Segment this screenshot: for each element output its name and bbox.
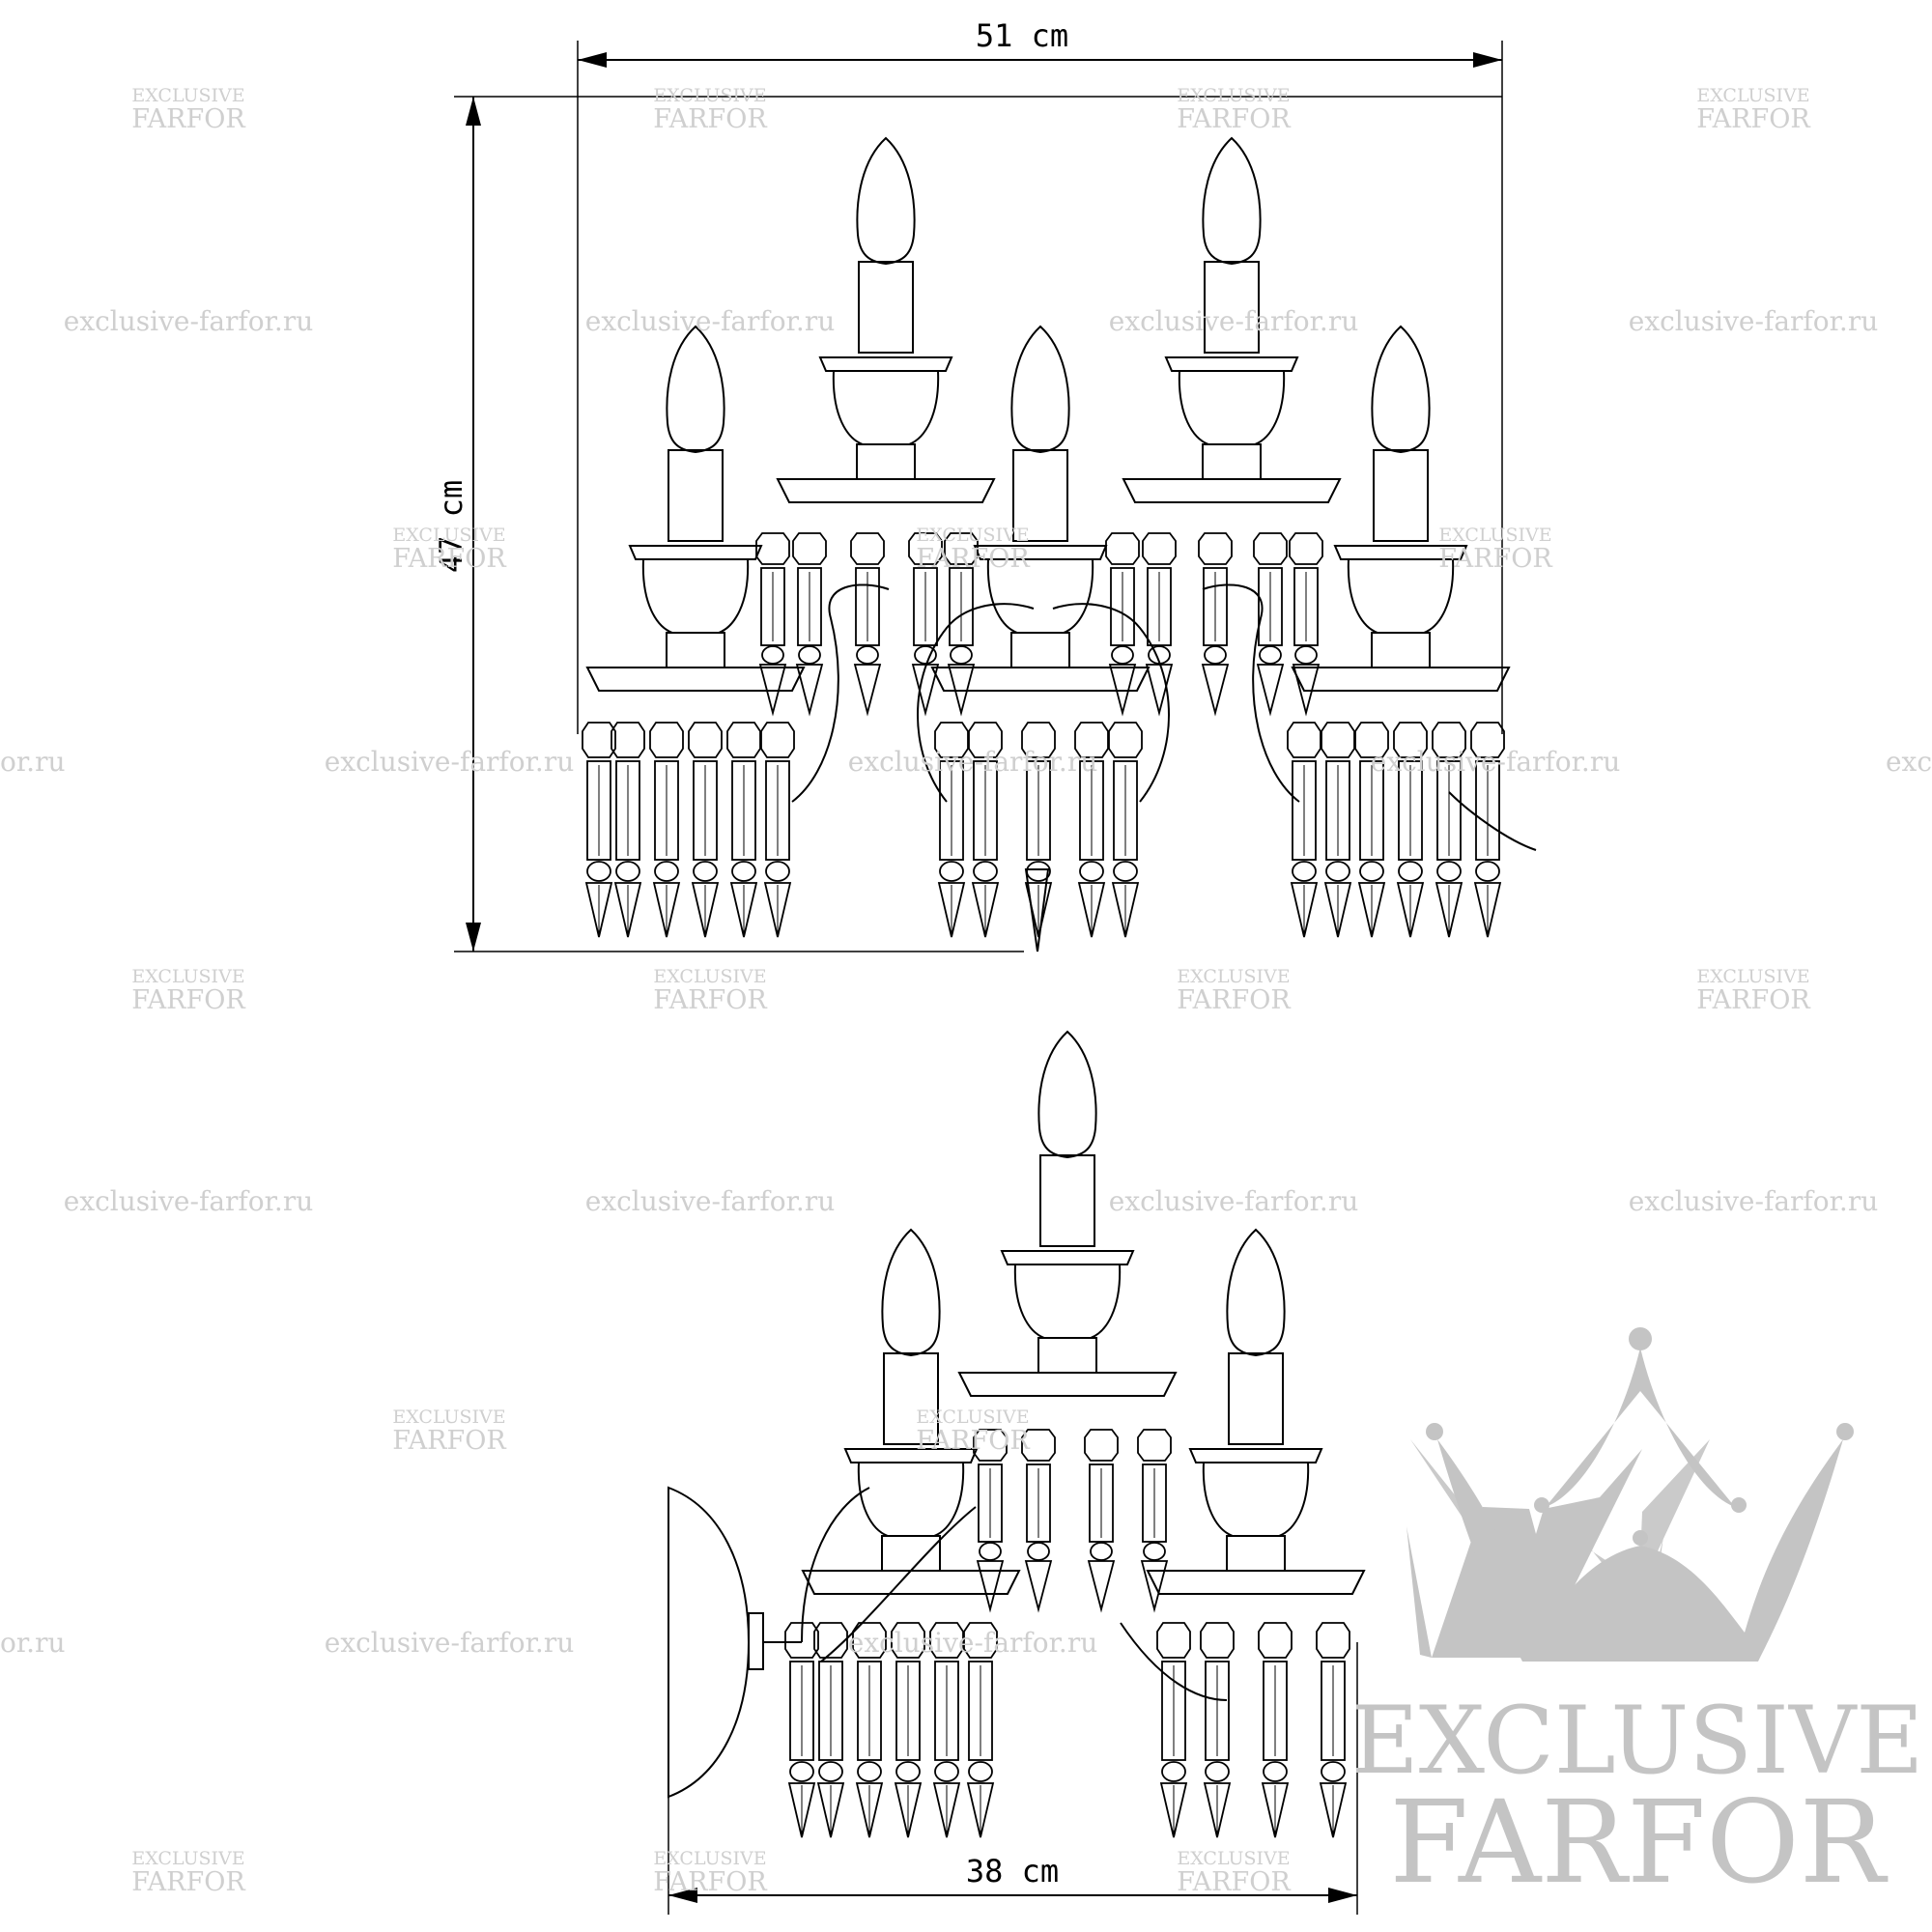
svg-text:or.ru: or.ru xyxy=(0,746,65,778)
height-dimension: 47 cm xyxy=(433,96,1502,952)
svg-text:exc: exc xyxy=(1886,746,1932,778)
svg-text:FARFOR: FARFOR xyxy=(916,544,1030,574)
front-cups xyxy=(586,356,1510,692)
watermark-url: exclusive-farfor.ru exclusive-farfor.ru … xyxy=(0,305,1932,1659)
front-arms xyxy=(791,583,1537,851)
crown-icon xyxy=(1406,1327,1854,1662)
svg-text:exclusive-farfor.ru: exclusive-farfor.ru xyxy=(64,305,314,337)
svg-text:FARFOR: FARFOR xyxy=(392,544,506,574)
svg-text:exclusive-farfor.ru: exclusive-farfor.ru xyxy=(1109,305,1359,337)
svg-text:EXCLUSIVE: EXCLUSIVE xyxy=(1177,1848,1290,1869)
svg-text:FARFOR: FARFOR xyxy=(1177,1867,1291,1897)
side-upper-pendants xyxy=(973,1429,1172,1610)
svg-text:EXCLUSIVE: EXCLUSIVE xyxy=(653,1848,766,1869)
watermark-small: EXCLUSIVE FARFOR EXCLUSIVE FARFOR EXCLUS… xyxy=(131,85,1810,1897)
svg-text:FARFOR: FARFOR xyxy=(392,1426,506,1456)
svg-text:EXCLUSIVE: EXCLUSIVE xyxy=(916,1406,1029,1428)
wall-plate xyxy=(668,1486,802,1799)
front-candles xyxy=(666,137,1431,542)
svg-text:EXCLUSIVE: EXCLUSIVE xyxy=(392,1406,505,1428)
svg-text:FARFOR: FARFOR xyxy=(1177,104,1291,134)
watermarks: EXCLUSIVE FARFOR EXCLUSIVE FARFOR EXCLUS… xyxy=(0,85,1932,1897)
brand-logo: EXCLUSIVE FARFOR xyxy=(1351,1327,1924,1909)
svg-text:EXCLUSIVE: EXCLUSIVE xyxy=(131,85,244,106)
svg-text:FARFOR: FARFOR xyxy=(653,985,767,1015)
depth-label: 38 cm xyxy=(966,1853,1059,1889)
width-label: 51 cm xyxy=(976,17,1068,54)
side-candles xyxy=(881,1031,1286,1445)
svg-text:EXCLUSIVE: EXCLUSIVE xyxy=(1177,966,1290,987)
svg-text:EXCLUSIVE: EXCLUSIVE xyxy=(392,525,505,546)
svg-text:FARFOR: FARFOR xyxy=(653,1867,767,1897)
svg-text:exclusive-farfor.ru: exclusive-farfor.ru xyxy=(585,305,836,337)
svg-text:exclusive-farfor.ru: exclusive-farfor.ru xyxy=(1109,1185,1359,1217)
svg-text:EXCLUSIVE: EXCLUSIVE xyxy=(916,525,1029,546)
svg-text:exclusive-farfor.ru: exclusive-farfor.ru xyxy=(848,746,1098,778)
svg-text:EXCLUSIVE: EXCLUSIVE xyxy=(131,966,244,987)
height-label: 47 cm xyxy=(433,480,469,573)
side-arms xyxy=(801,1487,1228,1701)
svg-text:EXCLUSIVE: EXCLUSIVE xyxy=(1696,966,1809,987)
svg-text:exclusive-farfor.ru: exclusive-farfor.ru xyxy=(325,746,575,778)
front-view: 51 cm 47 cm xyxy=(433,17,1537,952)
brand-line1: EXCLUSIVE xyxy=(1351,1687,1924,1795)
svg-text:or.ru: or.ru xyxy=(0,1627,65,1659)
svg-text:FARFOR: FARFOR xyxy=(131,985,245,1015)
svg-text:exclusive-farfor.ru: exclusive-farfor.ru xyxy=(1371,746,1621,778)
svg-text:FARFOR: FARFOR xyxy=(1696,104,1810,134)
svg-text:exclusive-farfor.ru: exclusive-farfor.ru xyxy=(1629,305,1879,337)
svg-text:exclusive-farfor.ru: exclusive-farfor.ru xyxy=(848,1627,1098,1659)
svg-text:EXCLUSIVE: EXCLUSIVE xyxy=(653,966,766,987)
front-central-drop xyxy=(1024,868,1050,952)
svg-text:FARFOR: FARFOR xyxy=(1177,985,1291,1015)
brand-line2: FARFOR xyxy=(1389,1776,1888,1909)
svg-text:EXCLUSIVE: EXCLUSIVE xyxy=(1177,85,1290,106)
svg-text:FARFOR: FARFOR xyxy=(1438,544,1552,574)
width-dimension: 51 cm xyxy=(577,17,1503,734)
svg-text:EXCLUSIVE: EXCLUSIVE xyxy=(1696,85,1809,106)
svg-text:FARFOR: FARFOR xyxy=(653,104,767,134)
svg-text:EXCLUSIVE: EXCLUSIVE xyxy=(653,85,766,106)
svg-text:EXCLUSIVE: EXCLUSIVE xyxy=(131,1848,244,1869)
svg-text:exclusive-farfor.ru: exclusive-farfor.ru xyxy=(325,1627,575,1659)
svg-text:exclusive-farfor.ru: exclusive-farfor.ru xyxy=(585,1185,836,1217)
svg-text:EXCLUSIVE: EXCLUSIVE xyxy=(1438,525,1551,546)
svg-text:FARFOR: FARFOR xyxy=(131,1867,245,1897)
svg-text:exclusive-farfor.ru: exclusive-farfor.ru xyxy=(1629,1185,1879,1217)
svg-text:FARFOR: FARFOR xyxy=(1696,985,1810,1015)
svg-text:FARFOR: FARFOR xyxy=(916,1426,1030,1456)
side-cups xyxy=(802,1250,1365,1595)
svg-text:exclusive-farfor.ru: exclusive-farfor.ru xyxy=(64,1185,314,1217)
side-view: 38 cm xyxy=(668,1031,1365,1915)
svg-text:FARFOR: FARFOR xyxy=(131,104,245,134)
